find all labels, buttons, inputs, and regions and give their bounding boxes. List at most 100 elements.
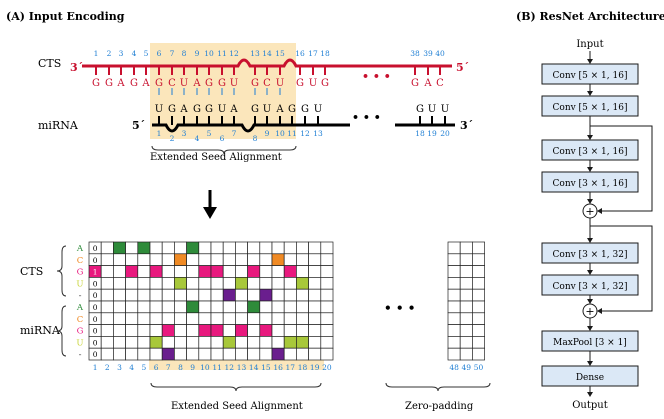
matrix-cell	[100, 265, 114, 278]
padding-cell	[472, 253, 485, 266]
row-label: U	[76, 279, 83, 289]
cts-nucleotide: C	[263, 78, 271, 89]
mirna-nucleotide: G	[193, 104, 201, 115]
resnet-diagram: Input Output Conv [5 × 1, 16]Conv [5 × 1…	[541, 39, 653, 411]
layer-label: Conv [3 × 1, 16]	[553, 179, 628, 189]
matrix-cell	[259, 277, 273, 290]
col-position-label: 14	[249, 363, 259, 372]
padding-cell	[447, 324, 461, 337]
flow-arrow-head	[587, 270, 593, 275]
matrix-cell	[283, 336, 297, 349]
matrix-cell	[308, 347, 322, 361]
col-position-label: 4	[129, 363, 134, 372]
padding-cell	[459, 312, 473, 325]
matrix-cell	[235, 253, 248, 266]
cts-position-label: 11	[217, 49, 227, 58]
matrix-cell	[174, 241, 187, 255]
cell-value: 0	[93, 350, 98, 359]
matrix-cell	[113, 300, 126, 314]
matrix-cell	[174, 347, 187, 361]
matrix-cell	[259, 300, 273, 314]
matrix-cell	[296, 253, 309, 266]
matrix-cell	[271, 265, 285, 278]
cts-position-label: 9	[195, 49, 200, 58]
matrix-cell	[235, 241, 248, 255]
matrix-cell	[161, 324, 175, 337]
matrix-cell	[137, 336, 151, 349]
matrix-cell	[113, 324, 126, 337]
matrix-cell	[235, 277, 248, 290]
matrix-cell	[113, 347, 126, 361]
matrix-cell	[283, 265, 297, 278]
matrix-cell	[113, 241, 126, 255]
matrix-cell	[296, 324, 309, 337]
layer-label: Conv [5 × 1, 16]	[553, 103, 628, 113]
matrix-cell	[308, 277, 322, 290]
flow-arrow-head	[587, 238, 593, 243]
matrix-cell	[161, 300, 175, 314]
matrix-cell	[161, 336, 175, 349]
matrix-cell	[100, 324, 114, 337]
row-label: C	[77, 256, 84, 266]
matrix-cell	[222, 265, 236, 278]
matrix-cell	[222, 253, 236, 266]
sequence-alignment: 3´5´• • •1G2G3A4G5A6G7C8U9A10G11G12U13G1…	[70, 49, 473, 143]
matrix-cell	[271, 277, 285, 290]
matrix-cell	[271, 288, 285, 302]
mirna-position-label: 11	[287, 129, 297, 138]
matrix-cell	[198, 277, 212, 290]
padding-cell	[447, 347, 461, 361]
padding-cell	[459, 336, 473, 349]
matrix-cell	[210, 241, 224, 255]
matrix-cell	[174, 265, 187, 278]
layer-label: Dense	[576, 373, 604, 383]
matrix-cell	[259, 347, 273, 361]
matrix-cell	[198, 253, 212, 266]
matrix-cell	[210, 265, 224, 278]
matrix-cell	[113, 253, 126, 266]
cts-nucleotide: G	[296, 78, 304, 89]
matrix-cell	[100, 347, 114, 361]
cts-3prime-label: 3´	[70, 61, 83, 74]
resnet-input-label: Input	[576, 39, 603, 50]
matrix-cell	[161, 277, 175, 290]
matrix-cell	[320, 324, 334, 337]
matrix-cell	[222, 312, 236, 325]
matrix-cell	[198, 300, 212, 314]
cts-ellipsis: • • •	[362, 70, 391, 83]
layer-label: Conv [3 × 1, 16]	[553, 147, 628, 157]
col-position-label: 10	[200, 363, 210, 372]
mirna-position-label: 8	[253, 134, 258, 143]
cts-nucleotide: G	[130, 78, 138, 89]
matrix-cell	[247, 336, 261, 349]
matrix-cell	[247, 312, 261, 325]
padding-cell	[472, 300, 485, 314]
mirna-position-label: 9	[265, 129, 270, 138]
padding-cell	[472, 288, 485, 302]
flow-arrow-head	[587, 59, 593, 64]
mirna-brace	[56, 305, 67, 357]
matrix-cell	[283, 312, 297, 325]
cts-position-label: 18	[320, 49, 330, 58]
padding-position-label: 49	[462, 363, 472, 372]
mirna-5prime-label: 5´	[132, 119, 145, 132]
mirna-nucleotide: U	[263, 104, 271, 115]
cts-nucleotide: G	[321, 78, 329, 89]
col-position-label: 17	[286, 363, 296, 372]
matrix-cell	[161, 347, 175, 361]
padding-position-label: 48	[449, 363, 459, 372]
mirna-nucleotide: A	[229, 104, 238, 115]
cts-position-label: 6	[157, 49, 162, 58]
padding-cell	[459, 300, 473, 314]
matrix-cell	[174, 336, 187, 349]
padding-cell	[472, 241, 485, 255]
matrix-cell	[320, 241, 334, 255]
mirna-position-label: 3	[182, 129, 187, 138]
skip-connection-1	[590, 125, 653, 212]
matrix-cell	[296, 288, 309, 302]
matrix-cell	[100, 312, 114, 325]
mirna-nucleotide: U	[218, 104, 226, 115]
matrix-cell	[186, 265, 200, 278]
cts-nucleotide: C	[168, 78, 176, 89]
